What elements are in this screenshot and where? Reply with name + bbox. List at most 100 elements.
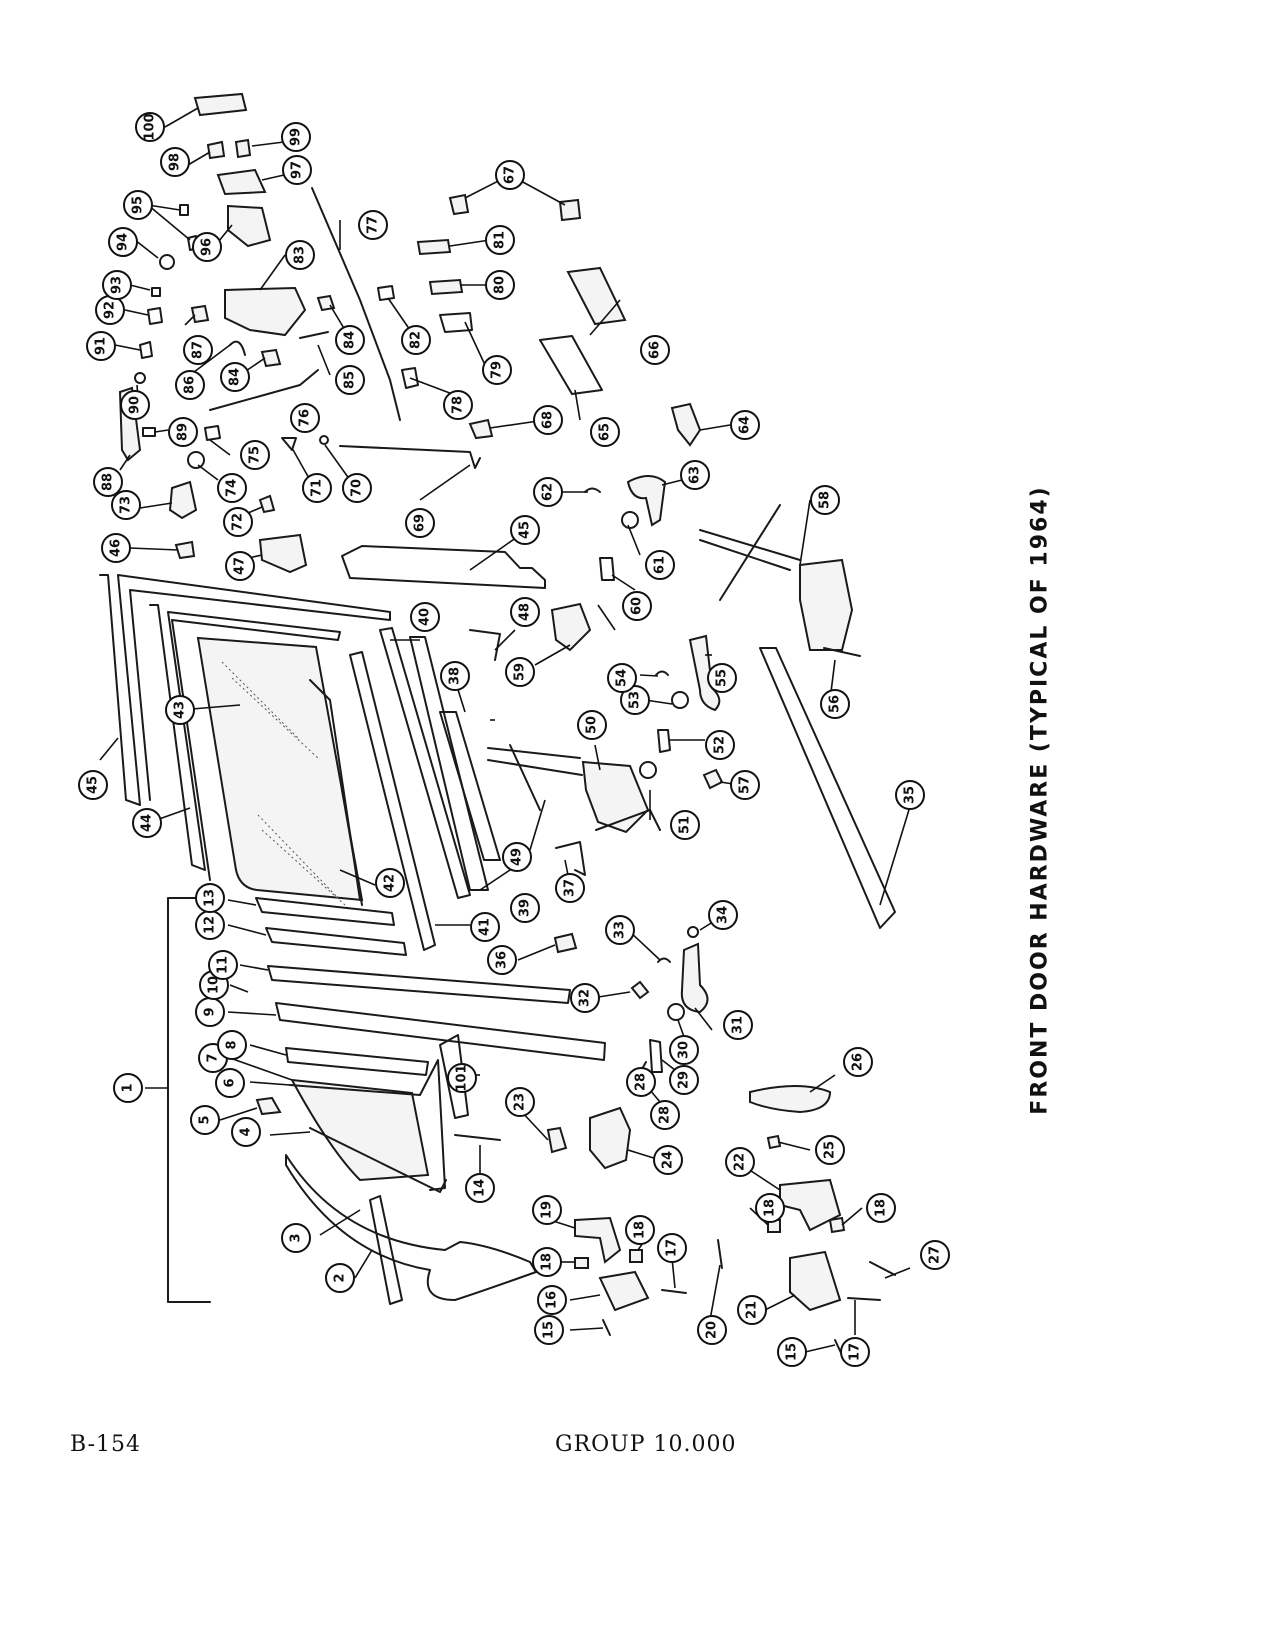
callout-43: 43 [165,695,195,725]
group-label: GROUP 10.000 [555,1432,737,1457]
callout-circle [401,325,431,355]
callout-1: 1 [113,1073,143,1103]
callout-number: 23 [513,1093,528,1111]
callout-circle [285,240,315,270]
bezel-65 [539,335,603,395]
callout-circle [111,490,141,520]
callout-circle [697,1315,727,1345]
callout-number: 26 [851,1053,866,1071]
callout-17: 17 [840,1337,870,1367]
callout-number: 7 [206,1053,221,1062]
door-frame-channel [99,574,391,806]
callout-circle [640,335,670,365]
callout-90: 90 [120,390,150,420]
callout-circle [335,365,365,395]
callout-circle [669,1065,699,1095]
callout-number: 90 [128,396,143,414]
callout-number: 54 [615,669,630,687]
callout-circle [487,945,517,975]
callout-number: 89 [176,423,191,441]
callout-63: 63 [680,460,710,490]
callout-79: 79 [482,355,512,385]
callout-number: 27 [928,1246,943,1264]
callout-number: 42 [383,874,398,892]
upper-rail [341,545,546,589]
callout-number: 6 [223,1078,238,1087]
callout-5: 5 [190,1105,220,1135]
callout-94: 94 [108,227,138,257]
callout-circle [102,270,132,300]
callout-2: 2 [325,1263,355,1293]
callout-78: 78 [443,390,473,420]
callout-number: 79 [490,361,505,379]
callout-41: 41 [470,912,500,942]
callout-number: 96 [200,238,215,256]
callout-66: 66 [640,335,670,365]
callout-92: 92 [95,295,125,325]
callout-27: 27 [920,1240,950,1270]
callout-circle [533,405,563,435]
callout-circle [505,1087,535,1117]
callout-number: 99 [289,128,304,146]
callout-31: 31 [723,1010,753,1040]
callout-circle [101,533,131,563]
callout-circle [705,730,735,760]
callout-89: 89 [168,417,198,447]
callout-8: 8 [217,1030,247,1060]
callout-number: 12 [203,916,218,934]
callout-99: 99 [281,122,311,152]
callout-circle [653,1145,683,1175]
callout-markers: 1234567891011121314151516171718181818192… [78,112,950,1367]
vent-regulator-24 [589,1106,632,1170]
callout-number: 66 [648,341,663,359]
callout-19: 19 [532,1195,562,1225]
callout-50: 50 [577,710,607,740]
callout-71: 71 [302,473,332,503]
callout-number: 22 [733,1153,748,1171]
callout-34: 34 [708,900,738,930]
callout-49: 49 [502,842,532,872]
callout-circle [123,190,153,220]
assembly-bracket [167,897,211,1303]
callout-number: 21 [745,1301,760,1319]
callout-circle [443,390,473,420]
callout-37: 37 [555,873,585,903]
callout-number: 70 [350,479,365,497]
callout-87: 87 [183,335,213,365]
callout-circle [470,912,500,942]
callout-number: 100 [143,113,158,140]
callout-51: 51 [670,810,700,840]
crank-handle-31 [680,942,709,1014]
callout-circle [534,1315,564,1345]
callout-number: 17 [848,1343,863,1361]
part-drawings [99,92,896,1356]
callout-circle [190,1105,220,1135]
callout-circle [208,950,238,980]
callout-circle [375,868,405,898]
callout-number: 18 [874,1199,889,1217]
callout-circle [707,663,737,693]
callout-number: 74 [225,479,240,497]
belt-molding-11 [267,965,571,1004]
callout-circle [290,403,320,433]
callout-circle [335,325,365,355]
callout-number: 72 [231,513,246,531]
callout-number: 84 [228,368,243,386]
hinge-cover-26 [749,1085,832,1114]
callout-number: 86 [183,376,198,394]
callout-67: 67 [495,160,525,190]
callout-circle [86,331,116,361]
callout-number: 64 [738,416,753,434]
callout-88: 88 [93,467,123,497]
window-regulator-50 [487,744,583,811]
callout-number: 91 [94,337,109,355]
strip-8 [285,1047,429,1076]
callout-number: 29 [677,1071,692,1089]
callout-circle [325,1263,355,1293]
callout-number: 57 [738,776,753,794]
callout-circle [240,440,270,470]
lower-molding-35 [759,647,896,929]
callout-6: 6 [215,1068,245,1098]
callout-74: 74 [217,473,247,503]
weatherstrip-12 [265,927,407,956]
